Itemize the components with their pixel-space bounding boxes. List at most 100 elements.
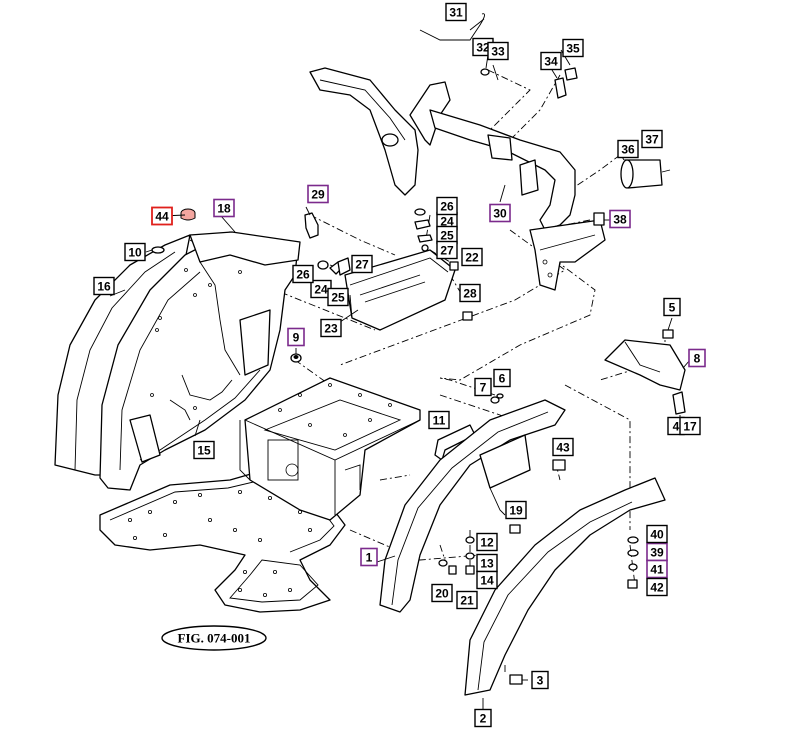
callout-number: 5 xyxy=(669,301,676,315)
callout-number: 7 xyxy=(480,381,487,395)
callout-18[interactable]: 18 xyxy=(213,198,235,218)
callout-box xyxy=(93,276,115,296)
callout-2[interactable]: 2 xyxy=(474,708,492,728)
callout-21[interactable]: 21 xyxy=(456,590,478,610)
callout-box xyxy=(287,327,305,347)
callout-number: 43 xyxy=(556,441,570,455)
callout-box xyxy=(436,196,458,216)
callout-number: 18 xyxy=(217,202,231,216)
callout-box xyxy=(474,377,492,397)
callout-38[interactable]: 38 xyxy=(609,209,631,229)
callout-13[interactable]: 13 xyxy=(476,553,498,573)
callout-box xyxy=(320,318,342,338)
callout-35[interactable]: 35 xyxy=(562,38,584,58)
callout-15[interactable]: 15 xyxy=(193,440,215,460)
callout-6[interactable]: 6 xyxy=(493,368,511,388)
callout-box xyxy=(428,410,450,430)
callout-box xyxy=(646,559,668,579)
callout-25[interactable]: 25 xyxy=(436,225,458,245)
callout-27[interactable]: 27 xyxy=(436,240,458,260)
callout-7[interactable]: 7 xyxy=(474,377,492,397)
callout-box xyxy=(213,198,235,218)
callout-number: 36 xyxy=(621,143,635,157)
callout-box xyxy=(436,240,458,260)
callout-44[interactable]: 44 xyxy=(151,206,173,226)
callout-box xyxy=(124,242,146,262)
callout-34[interactable]: 34 xyxy=(540,51,562,71)
callout-23[interactable]: 23 xyxy=(320,318,342,338)
callout-16[interactable]: 16 xyxy=(93,276,115,296)
callout-number: 14 xyxy=(480,574,494,588)
callout-42[interactable]: 42 xyxy=(646,577,668,597)
callout-30[interactable]: 30 xyxy=(489,203,511,223)
callout-40[interactable]: 40 xyxy=(646,524,668,544)
callout-10[interactable]: 10 xyxy=(124,242,146,262)
callout-box xyxy=(487,41,509,61)
callout-26[interactable]: 26 xyxy=(292,264,314,284)
callout-27[interactable]: 27 xyxy=(351,254,373,274)
callout-number: 12 xyxy=(480,536,494,550)
callout-box xyxy=(193,440,215,460)
callout-number: 26 xyxy=(296,268,310,282)
callout-number: 35 xyxy=(566,42,580,56)
callout-37[interactable]: 37 xyxy=(641,129,663,149)
callout-number: 25 xyxy=(440,229,454,243)
callout-box xyxy=(476,532,498,552)
callout-number: 15 xyxy=(197,444,211,458)
callout-number: 24 xyxy=(314,283,328,297)
callout-17[interactable]: 17 xyxy=(679,416,701,436)
callout-number: 21 xyxy=(460,594,474,608)
callout-number: 25 xyxy=(331,291,345,305)
callout-box xyxy=(562,38,584,58)
callout-number: 13 xyxy=(480,557,494,571)
callout-number: 20 xyxy=(435,587,449,601)
callout-box xyxy=(351,254,373,274)
callout-29[interactable]: 29 xyxy=(307,184,329,204)
callout-36[interactable]: 36 xyxy=(617,139,639,159)
callout-box xyxy=(445,2,467,22)
callout-28[interactable]: 28 xyxy=(459,283,481,303)
callout-20[interactable]: 20 xyxy=(431,583,453,603)
callout-14[interactable]: 14 xyxy=(476,570,498,590)
callout-3[interactable]: 3 xyxy=(531,670,549,690)
callout-box xyxy=(493,368,511,388)
callout-number: 31 xyxy=(449,6,463,20)
callout-box xyxy=(552,437,574,457)
callout-9[interactable]: 9 xyxy=(287,327,305,347)
callout-box xyxy=(461,247,483,267)
callout-number: 9 xyxy=(293,331,300,345)
callout-box xyxy=(431,583,453,603)
callout-number: 40 xyxy=(650,528,664,542)
callout-box xyxy=(360,547,378,567)
callout-39[interactable]: 39 xyxy=(646,542,668,562)
callout-11[interactable]: 11 xyxy=(428,410,450,430)
callout-box xyxy=(609,209,631,229)
callout-number: 6 xyxy=(499,372,506,386)
callout-1[interactable]: 1 xyxy=(360,547,378,567)
callout-31[interactable]: 31 xyxy=(445,2,467,22)
callout-box xyxy=(617,139,639,159)
callout-33[interactable]: 33 xyxy=(487,41,509,61)
callout-number: 16 xyxy=(97,280,111,294)
callout-number: 26 xyxy=(440,200,454,214)
callout-box xyxy=(540,51,562,71)
callout-26[interactable]: 26 xyxy=(436,196,458,216)
callout-number: 30 xyxy=(493,207,507,221)
callout-22[interactable]: 22 xyxy=(461,247,483,267)
callout-number: 28 xyxy=(463,287,477,301)
callout-number: 10 xyxy=(128,246,142,260)
callout-number: 17 xyxy=(683,420,697,434)
callout-12[interactable]: 12 xyxy=(476,532,498,552)
callout-41[interactable]: 41 xyxy=(646,559,668,579)
callout-number: 19 xyxy=(509,504,523,518)
callout-number: 2 xyxy=(480,712,487,726)
callout-5[interactable]: 5 xyxy=(663,297,681,317)
callout-19[interactable]: 19 xyxy=(505,500,527,520)
callout-box xyxy=(151,206,173,226)
callout-25[interactable]: 25 xyxy=(327,287,349,307)
callout-number: 38 xyxy=(613,213,627,227)
figure-label-text: FIG. 074-001 xyxy=(178,631,251,646)
callout-8[interactable]: 8 xyxy=(688,348,706,368)
callout-43[interactable]: 43 xyxy=(552,437,574,457)
